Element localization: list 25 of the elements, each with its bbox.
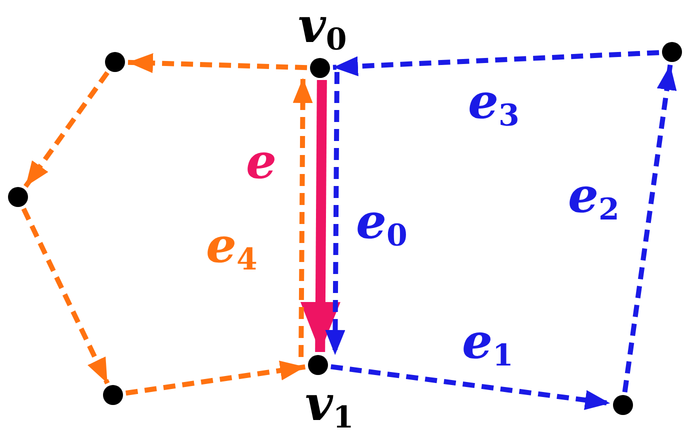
vertex-label: v$_{1}$ bbox=[305, 380, 354, 434]
edge-label: e$_{1}$ bbox=[462, 318, 514, 372]
arrow bbox=[128, 53, 308, 74]
vertex-dot bbox=[310, 58, 330, 78]
arrow bbox=[21, 208, 110, 384]
arrow bbox=[300, 80, 340, 352]
arrow bbox=[292, 78, 313, 358]
edge-label: e$_{3}$ bbox=[468, 78, 520, 132]
arrow bbox=[330, 364, 610, 410]
arrow bbox=[126, 360, 306, 396]
edge-label: e$_{2}$ bbox=[568, 172, 620, 226]
vertex-label: v$_{0}$ bbox=[298, 2, 347, 56]
vertex-dot bbox=[8, 187, 28, 207]
vertex-dot bbox=[103, 385, 123, 405]
arrow bbox=[332, 50, 660, 76]
edge-label: e$_{0}$ bbox=[356, 198, 408, 252]
arrow bbox=[325, 72, 346, 356]
arrow bbox=[24, 71, 110, 188]
edge-label: e bbox=[246, 138, 277, 186]
edge-label: e$_{4}$ bbox=[206, 222, 258, 276]
vertex-dot bbox=[613, 395, 633, 415]
arrow bbox=[622, 64, 677, 392]
vertex-dot bbox=[662, 42, 682, 62]
vertex-dot bbox=[308, 355, 328, 375]
vertex-dot bbox=[105, 52, 125, 72]
